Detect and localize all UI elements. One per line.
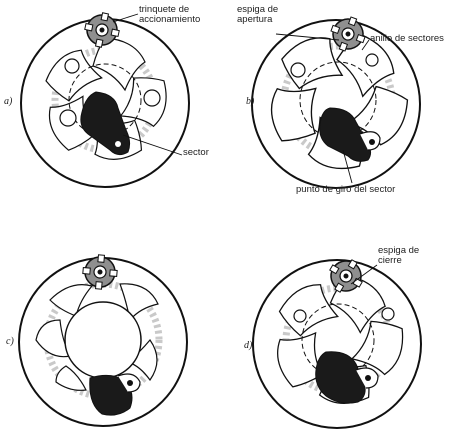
- panel-tag-a: a): [4, 96, 13, 107]
- leader-lines: [112, 13, 378, 285]
- label-punto-giro: punto de giro del sector: [296, 184, 396, 195]
- panel-c: [18, 252, 188, 427]
- ring-knobs: [290, 53, 379, 78]
- panel-a: [20, 9, 190, 188]
- sector-dark-icon: [89, 374, 133, 416]
- panel-tag-d: d): [244, 340, 253, 351]
- ring-knobs: [59, 58, 161, 127]
- label-espiga-cierre: espiga de cierre: [378, 245, 420, 266]
- sector-dark-icon: [315, 351, 366, 404]
- label-sector: sector: [183, 147, 209, 158]
- open-aperture: [64, 301, 142, 379]
- label-trinquete: trinquete de accionamiento: [139, 4, 201, 25]
- panel-tag-c: c): [6, 336, 14, 347]
- label-espiga-apertura: espiga de apertura: [237, 4, 279, 25]
- panel-b: [251, 11, 421, 189]
- panel-tag-b: b): [246, 96, 255, 107]
- sector-dark-icon: [80, 91, 131, 156]
- sector-dark-icon: [319, 107, 372, 162]
- panel-d: [252, 252, 422, 429]
- blade-set: [35, 283, 159, 391]
- label-anillo: anillo de sectores: [370, 33, 444, 44]
- ring-knobs: [293, 307, 395, 323]
